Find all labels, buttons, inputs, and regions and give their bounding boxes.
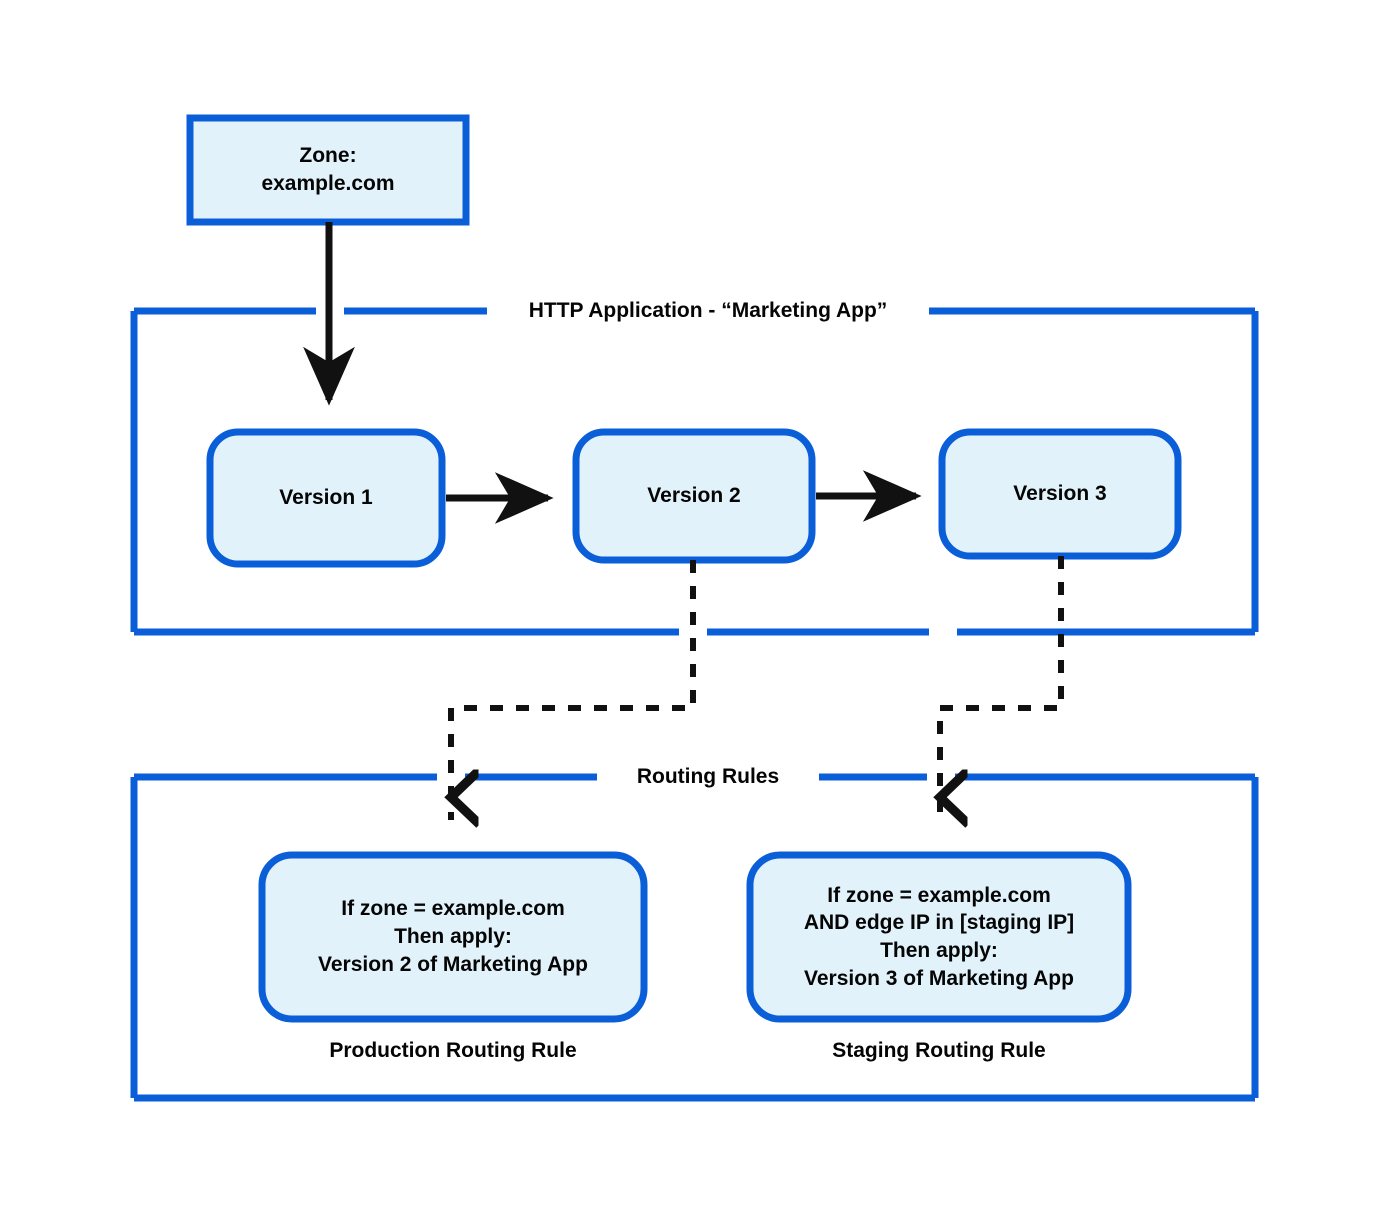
production-routing-rule-node[interactable]: [258, 851, 648, 1023]
http-application-group-label: HTTP Application - “Marketing App”: [487, 298, 929, 324]
zone-node[interactable]: [186, 114, 470, 226]
connector-version2-to-production-rule: [451, 560, 696, 820]
http-application-group-frame: [130, 307, 1259, 636]
version-2-node[interactable]: [572, 428, 816, 564]
version-1-node[interactable]: [206, 428, 446, 568]
routing-rules-group-label: Routing Rules: [597, 764, 819, 790]
production-routing-rule-caption: Production Routing Rule: [329, 1039, 577, 1062]
staging-routing-rule-caption: Staging Routing Rule: [832, 1039, 1046, 1062]
version-3-node[interactable]: [938, 428, 1182, 560]
staging-routing-rule-node[interactable]: [746, 851, 1132, 1023]
connector-version3-to-staging-rule: [940, 556, 1064, 820]
